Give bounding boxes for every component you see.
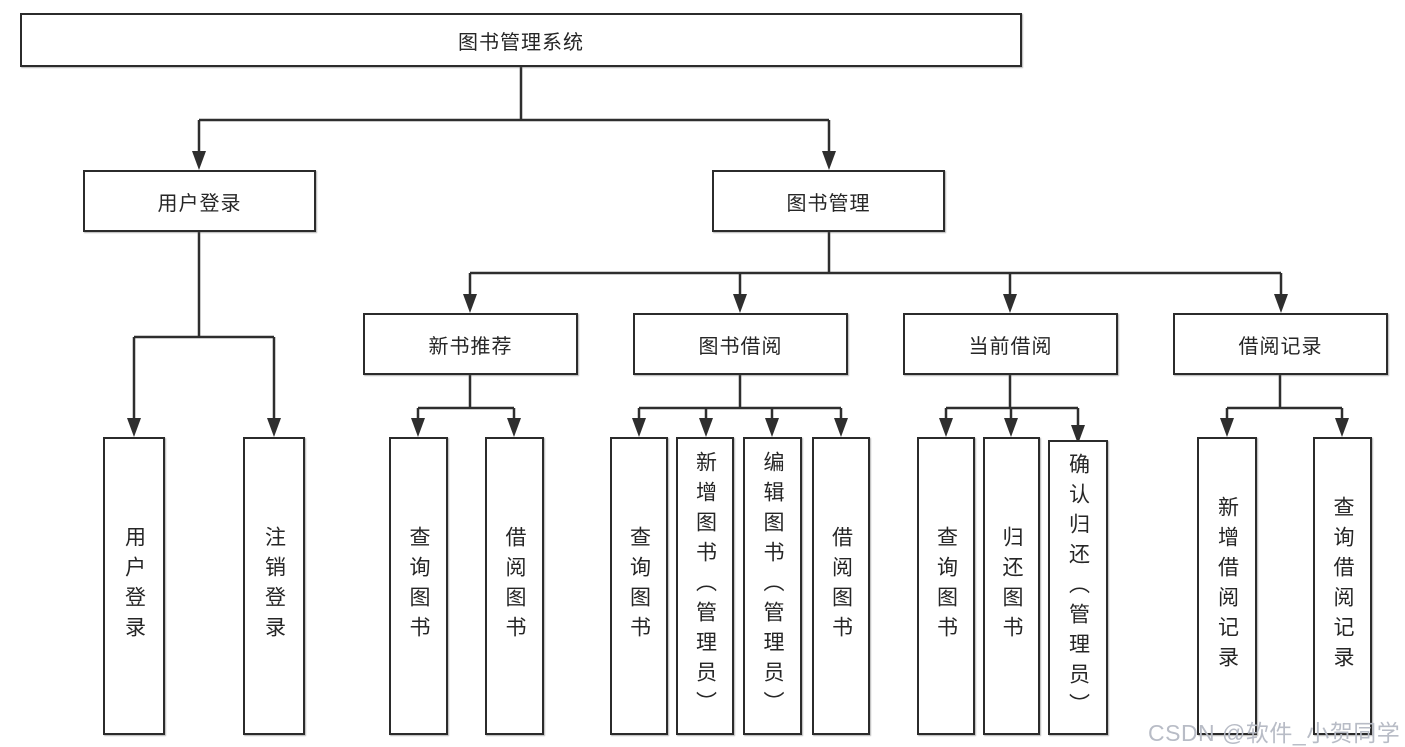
node-borrowing-records: 借阅记录	[1173, 313, 1388, 375]
node-book-management: 图书管理	[712, 170, 945, 232]
leaf-return-books: 归还图书	[983, 437, 1040, 735]
csdn-watermark: CSDN @软件_小贺同学	[1148, 720, 1401, 746]
leaf-label: 确认归还（管理员）	[1066, 452, 1090, 723]
node-label: 当前借阅	[968, 335, 1053, 358]
leaf-label: 新增图书（管理员）	[693, 451, 717, 721]
node-book-borrowing: 图书借阅	[633, 313, 848, 375]
leaf-label: 借阅图书	[829, 526, 853, 646]
leaf-query-books-borrowing: 查询图书	[610, 437, 668, 735]
node-label: 图书管理	[786, 192, 871, 215]
leaf-logout: 注销登录	[243, 437, 305, 735]
leaf-query-borrow-record: 查询借阅记录	[1313, 437, 1372, 735]
leaf-query-books-current: 查询图书	[917, 437, 975, 735]
node-user-login: 用户登录	[83, 170, 316, 232]
leaf-label: 借阅图书	[503, 526, 526, 646]
leaf-confirm-return-admin: 确认归还（管理员）	[1048, 440, 1108, 735]
leaf-add-borrow-record: 新增借阅记录	[1197, 437, 1257, 735]
leaf-label: 查询图书	[407, 526, 430, 646]
node-label: 图书借阅	[698, 335, 783, 358]
leaf-label: 用户登录	[122, 526, 146, 646]
node-label: 新书推荐	[428, 335, 513, 358]
leaf-borrow-books-borrowing: 借阅图书	[812, 437, 870, 735]
node-new-book-recommendation: 新书推荐	[363, 313, 578, 375]
leaf-edit-book-admin: 编辑图书（管理员）	[743, 437, 802, 735]
leaf-label: 查询图书	[934, 526, 958, 646]
leaf-borrow-books-recommend: 借阅图书	[485, 437, 544, 735]
node-current-borrowing: 当前借阅	[903, 313, 1118, 375]
leaf-label: 注销登录	[262, 526, 286, 646]
node-label: 借阅记录	[1238, 335, 1323, 358]
leaf-label: 归还图书	[1000, 526, 1023, 646]
leaf-user-login: 用户登录	[103, 437, 165, 735]
leaf-label: 编辑图书（管理员）	[761, 451, 784, 721]
leaf-label: 查询借阅记录	[1331, 496, 1354, 676]
node-label: 图书管理系统	[458, 31, 584, 54]
leaf-query-books-recommend: 查询图书	[389, 437, 448, 735]
node-label: 用户登录	[157, 192, 242, 215]
leaf-add-book-admin: 新增图书（管理员）	[676, 437, 734, 735]
node-library-management-system: 图书管理系统	[20, 13, 1022, 67]
leaf-label: 新增借阅记录	[1215, 496, 1239, 676]
leaf-label: 查询图书	[627, 526, 651, 646]
